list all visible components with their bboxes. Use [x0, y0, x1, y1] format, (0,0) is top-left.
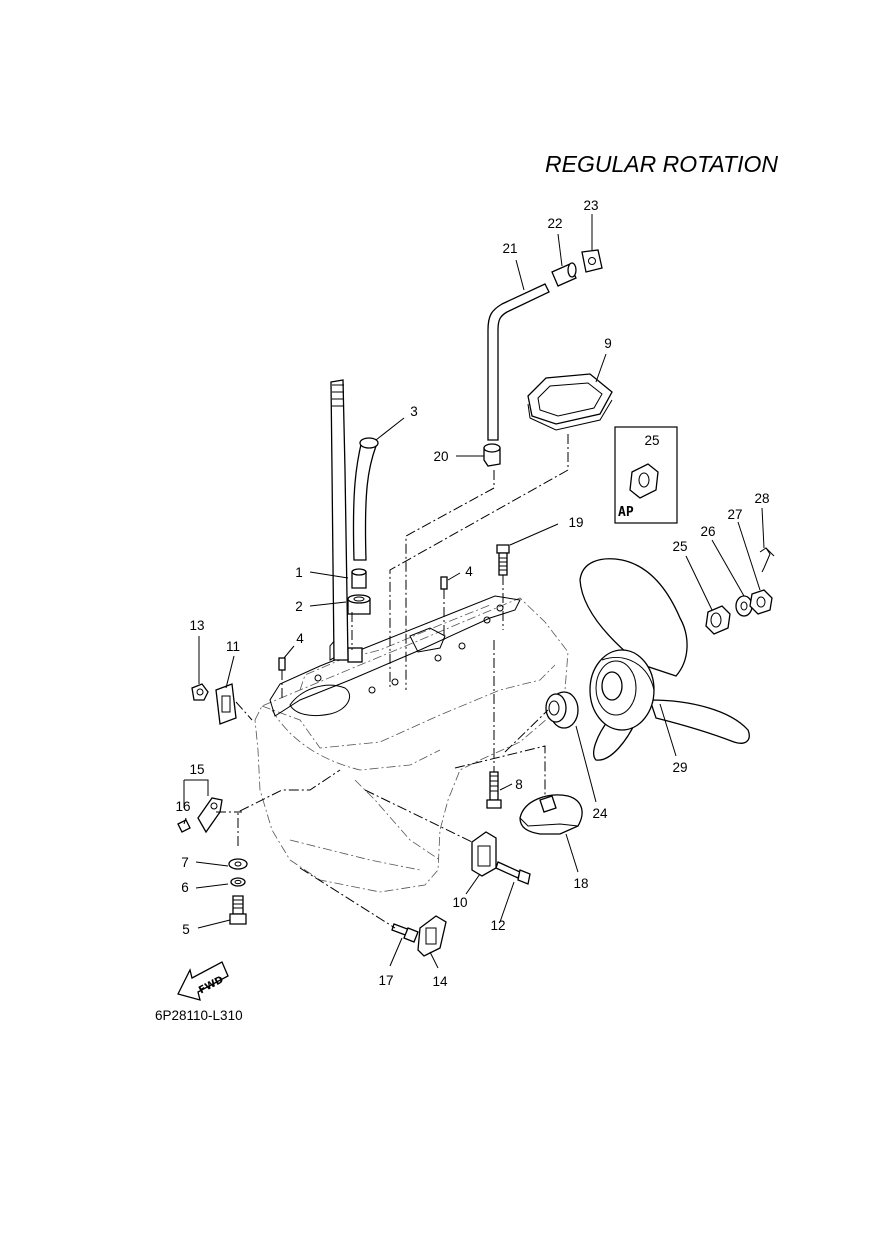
sleeve-part-22	[551, 262, 577, 287]
propeller-part-29	[579, 558, 750, 761]
bolt-part-8	[486, 771, 502, 809]
lock-washer-part-6	[230, 877, 246, 887]
callout-20: 20	[433, 449, 448, 464]
fwd-arrow-icon: FWD	[177, 961, 229, 1001]
anode-part-10	[471, 831, 497, 877]
callout-12: 12	[490, 918, 505, 933]
callout-18: 18	[573, 876, 588, 891]
callout-22: 22	[547, 216, 562, 231]
diagram-title: REGULAR ROTATION	[545, 151, 778, 177]
callout-10: 10	[452, 895, 467, 910]
callout-6: 6	[181, 880, 189, 895]
dowel-pin-part-4-right	[440, 576, 448, 590]
callout-17: 17	[378, 973, 393, 988]
callout-3: 3	[410, 404, 418, 419]
callout-19: 19	[568, 515, 583, 530]
tube-part-21	[487, 283, 550, 441]
callout-27: 27	[727, 507, 742, 522]
callout-14: 14	[432, 974, 448, 989]
callout-8: 8	[515, 777, 523, 792]
cotter-pin-part-28	[759, 547, 775, 573]
callout-15: 15	[189, 762, 204, 777]
dowel-pin-part-4-left	[278, 657, 286, 671]
callout-16: 16	[175, 799, 190, 814]
gasket-part-9	[527, 373, 613, 431]
callout-4-right: 4	[465, 564, 473, 579]
callout-11: 11	[226, 639, 240, 654]
ap-inset: AP	[614, 426, 678, 524]
callout-28: 28	[754, 491, 769, 506]
holder-part-23	[581, 249, 603, 273]
bolt-part-17	[391, 923, 419, 943]
callout-24: 24	[592, 806, 608, 821]
callout-25-inset: 25	[644, 433, 659, 448]
housing-top-plate	[269, 595, 521, 717]
water-pipe-part-3	[352, 437, 379, 561]
seal-part-2	[347, 594, 371, 615]
thrust-washer-part-24	[545, 691, 579, 729]
bolt-part-19	[496, 544, 510, 576]
anode-part-11	[215, 683, 237, 725]
callout-7: 7	[181, 855, 189, 870]
callout-2: 2	[295, 599, 303, 614]
nut-part-13	[191, 683, 209, 701]
callout-4-left: 4	[296, 631, 304, 646]
drive-shaft	[330, 379, 349, 661]
anode-part-14	[417, 915, 447, 957]
callout-5: 5	[182, 922, 190, 937]
trim-tab-part-15	[197, 797, 223, 834]
figure-code: 6P28110-L310	[155, 1008, 243, 1023]
callout-9: 9	[604, 336, 612, 351]
leader-lines	[183, 214, 765, 969]
callout-21: 21	[502, 241, 517, 256]
assembly-lines	[216, 434, 569, 929]
callout-13: 13	[189, 618, 204, 633]
collar-part-1	[351, 568, 367, 589]
bolt-part-5	[229, 895, 247, 925]
ap-label: AP	[618, 505, 634, 520]
callout-1: 1	[295, 565, 303, 580]
callout-29: 29	[672, 760, 687, 775]
callouts: 1 2 3 4 4 5 6 7 8 9 10 11 12 13 14 15 16…	[175, 198, 769, 989]
trim-tab-part-18	[519, 794, 583, 835]
callout-26: 26	[700, 524, 715, 539]
bolt-part-12	[495, 861, 531, 885]
washer-part-7	[228, 858, 248, 870]
callout-25: 25	[672, 539, 687, 554]
nut-part-27	[749, 589, 773, 615]
grommet-part-20	[483, 443, 501, 467]
nut-part-16	[177, 819, 191, 833]
spacer-part-25	[705, 605, 731, 635]
callout-23: 23	[583, 198, 598, 213]
